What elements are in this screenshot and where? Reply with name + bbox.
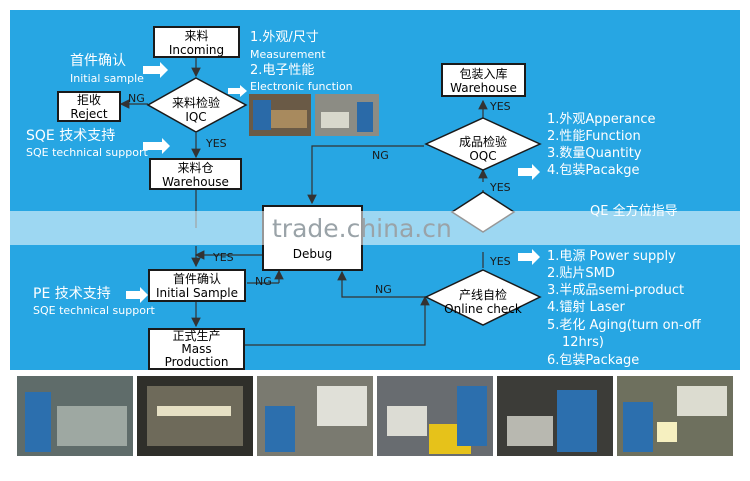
online-check-text: 产线自检 Online check (438, 288, 528, 316)
white-arrow-power (518, 249, 540, 265)
mass-cn: 正式生产 (172, 329, 221, 343)
iqc-text: 来料检验 IQC (160, 96, 232, 124)
initial-sample-en: Initial Sample (155, 286, 238, 300)
oqc-item-4: 4.包装Pacakge (547, 163, 640, 178)
sqe-cn-note: SQE 技术支持 (26, 128, 116, 144)
label-yes-debug: YES (213, 251, 234, 264)
arrow-oqc-ng-debug (307, 145, 424, 205)
arrow-online-ng-debug (337, 270, 427, 298)
diamond-online-check (424, 269, 542, 326)
debug-label: Debug (292, 247, 333, 261)
watermark-text: trade.china.cn (272, 214, 452, 243)
online-item-3: 3.半成品semi-product (547, 283, 685, 298)
online-item-5b: 12hrs) (562, 335, 604, 350)
reject-box: 拒收 Reject (57, 91, 121, 122)
qe-partial-text: QE 全方位指导 (590, 204, 678, 219)
initial-sample-cn: 首件确认 (172, 272, 221, 286)
white-arrow-package (518, 164, 540, 180)
white-arrow-sqe (143, 138, 170, 154)
online-item-1: 1.电源 Power supply (547, 249, 676, 264)
oqc-cn: 成品检验 (458, 135, 507, 149)
photo-strip (17, 376, 733, 456)
label-yes-online: YES (490, 255, 511, 268)
warehouse-out-cn: 包装入库 (459, 67, 508, 81)
pe-en-note: SQE technical support (33, 304, 155, 317)
online-cn: 产线自检 (458, 288, 507, 302)
label-ng-iqc: NG (128, 92, 145, 105)
reject-en: Reject (70, 107, 108, 121)
oqc-text: 成品检验 OQC (444, 135, 522, 163)
label-yes-warehouse: YES (490, 100, 511, 113)
white-arrow-initial-sample (143, 62, 168, 78)
white-arrow-pe (126, 287, 148, 303)
iqc-cn: 来料检验 (171, 96, 220, 110)
warehouse-out-en: Warehouse (450, 81, 517, 95)
incoming-en: Incoming (168, 43, 225, 57)
initial-sample-en-note: Initial sample (70, 72, 144, 85)
warehouse-en: Warehouse (162, 175, 229, 189)
label-yes-iqc: YES (206, 137, 227, 150)
warehouse-box: 来料仓 Warehouse (149, 158, 242, 190)
watermark-band (0, 211, 750, 245)
label-ng-online: NG (375, 283, 392, 296)
line-mass-online (245, 300, 426, 346)
initial-sample-cn-note: 首件确认 (70, 53, 126, 69)
flow-panel (10, 10, 740, 370)
mass-en1: Mass (181, 342, 212, 356)
diamond-iqc (146, 77, 248, 133)
oqc-item-1: 1.外观Apperance (547, 112, 656, 127)
electronic-cn: 2.电子性能 (250, 63, 315, 78)
measurement-en: Measurement (250, 48, 326, 61)
oqc-en: OQC (469, 149, 497, 163)
iqc-en: IQC (185, 110, 207, 124)
online-item-5: 5.老化 Aging(turn on-off (547, 318, 701, 333)
label-ng-sample: NG (255, 275, 272, 288)
pe-cn-note: PE 技术支持 (33, 286, 111, 302)
oqc-item-3: 3.数量Quantity (547, 146, 642, 161)
oqc-item-2: 2.性能Function (547, 129, 641, 144)
diamond-oqc (424, 117, 542, 171)
sqe-en-note: SQE technical support (26, 146, 148, 159)
label-ng-oqc: NG (372, 149, 389, 162)
incoming-box: 来料 Incoming (153, 26, 240, 58)
online-item-2: 2.贴片SMD (547, 266, 615, 281)
online-item-6: 6.包装Package (547, 353, 640, 368)
initial-sample-box: 首件确认 Initial Sample (148, 269, 246, 302)
electronic-en: Electronic function (250, 80, 353, 93)
online-item-4: 4.镭射 Laser (547, 300, 625, 315)
incoming-cn: 来料 (184, 29, 209, 43)
white-arrow-electronic (228, 85, 247, 97)
mass-production-box: 正式生产 Mass Production (148, 328, 245, 370)
mass-en2: Production (164, 355, 229, 369)
warehouse-out-box: 包装入库 Warehouse (441, 63, 526, 97)
warehouse-cn: 来料仓 (177, 161, 214, 175)
reject-cn: 拒收 (76, 93, 101, 107)
factory-photo-small (249, 94, 379, 136)
online-en: Online check (444, 302, 522, 316)
label-yes-oqc: YES (490, 181, 511, 194)
measurement-cn: 1.外观/尺寸 (250, 30, 319, 45)
